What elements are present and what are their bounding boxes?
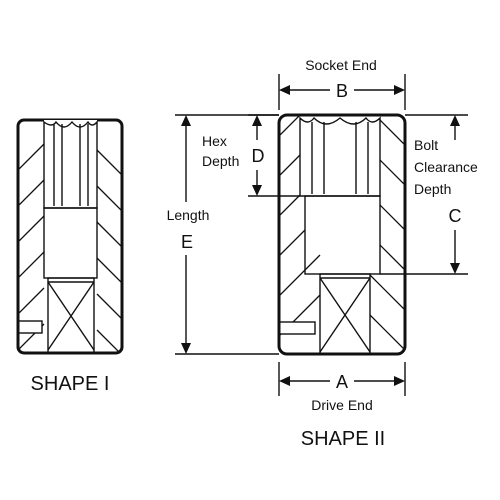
- shape-1-caption: SHAPE I: [31, 373, 110, 395]
- hex-depth-label: Depth: [202, 153, 239, 169]
- drive-end-label: Drive End: [311, 397, 372, 413]
- dimension-a-letter: A: [336, 372, 348, 392]
- shape-1-square-drive: [47, 277, 95, 354]
- shape-2-bolt-bore: [304, 195, 381, 275]
- shape-2-square-drive: [319, 273, 371, 355]
- hex-label: Hex: [202, 133, 227, 149]
- dimension-e-letter: E: [181, 232, 193, 252]
- dimension-a: [278, 362, 406, 396]
- bolt-label: Bolt: [414, 137, 438, 153]
- shape-1-socket: [16, 118, 124, 355]
- socket-end-label: Socket End: [305, 57, 377, 73]
- dimension-b: [278, 74, 406, 110]
- dimension-c: [380, 114, 468, 275]
- dimension-e: [175, 114, 279, 355]
- dimension-b-letter: B: [336, 81, 348, 101]
- clearance-depth-label: Depth: [414, 181, 451, 197]
- length-label: Length: [167, 207, 210, 223]
- shape-2-caption: SHAPE II: [301, 428, 385, 450]
- shape-2-hex-opening: [299, 116, 381, 197]
- shape-1-bolt-bore: [43, 207, 98, 279]
- shape-1-hatching: [18, 143, 122, 353]
- dimension-c-letter: C: [449, 206, 462, 226]
- dimension-d-letter: D: [252, 146, 265, 166]
- shape-2-hatching: [279, 115, 405, 351]
- clearance-label: Clearance: [414, 159, 478, 175]
- shape-2-socket: [277, 113, 407, 356]
